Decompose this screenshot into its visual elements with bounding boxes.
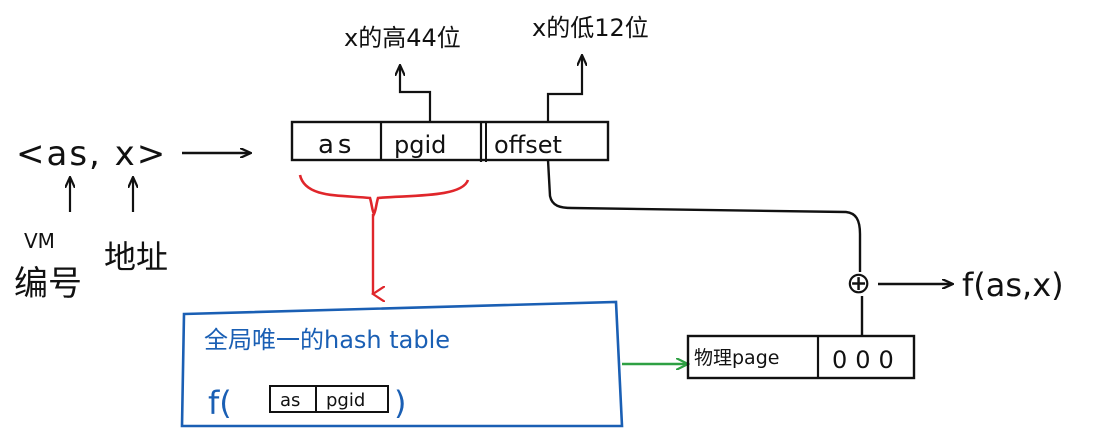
physical-page-label: 物理page [694, 347, 779, 369]
hash-key-box [269, 385, 389, 413]
physical-tail-label: 000 [832, 346, 902, 374]
low-bits-arrow [546, 56, 582, 122]
as-pgid-brace [298, 174, 470, 217]
field-pgid: pgid [394, 131, 446, 159]
field-offset: offset [494, 131, 562, 159]
hash-key-pgid: pgid [326, 390, 365, 411]
physical-entry-box [686, 334, 916, 380]
hash-table-box [180, 300, 624, 428]
field-as: as [318, 130, 355, 160]
offset-to-xor-line [546, 159, 862, 272]
address-label: 地址 [104, 238, 168, 276]
input-tuple: <as, x> [16, 134, 167, 174]
vm-label: VM [24, 229, 55, 253]
hash-key-as: as [280, 390, 300, 411]
hash-func-prefix: f( [208, 384, 232, 422]
xor-operator: ⊕ [846, 266, 871, 301]
hash-table-title: 全局唯一的hash table [204, 326, 450, 354]
high-bits-label: x的高44位 [344, 24, 461, 52]
low-bits-label: x的低12位 [532, 14, 649, 42]
virtual-address-box [290, 120, 610, 162]
high-bits-arrow [400, 66, 432, 122]
hash-func-suffix: ) [394, 384, 406, 422]
result-label: f(as,x) [962, 266, 1064, 304]
vm-id-label: 编号 [14, 264, 82, 304]
